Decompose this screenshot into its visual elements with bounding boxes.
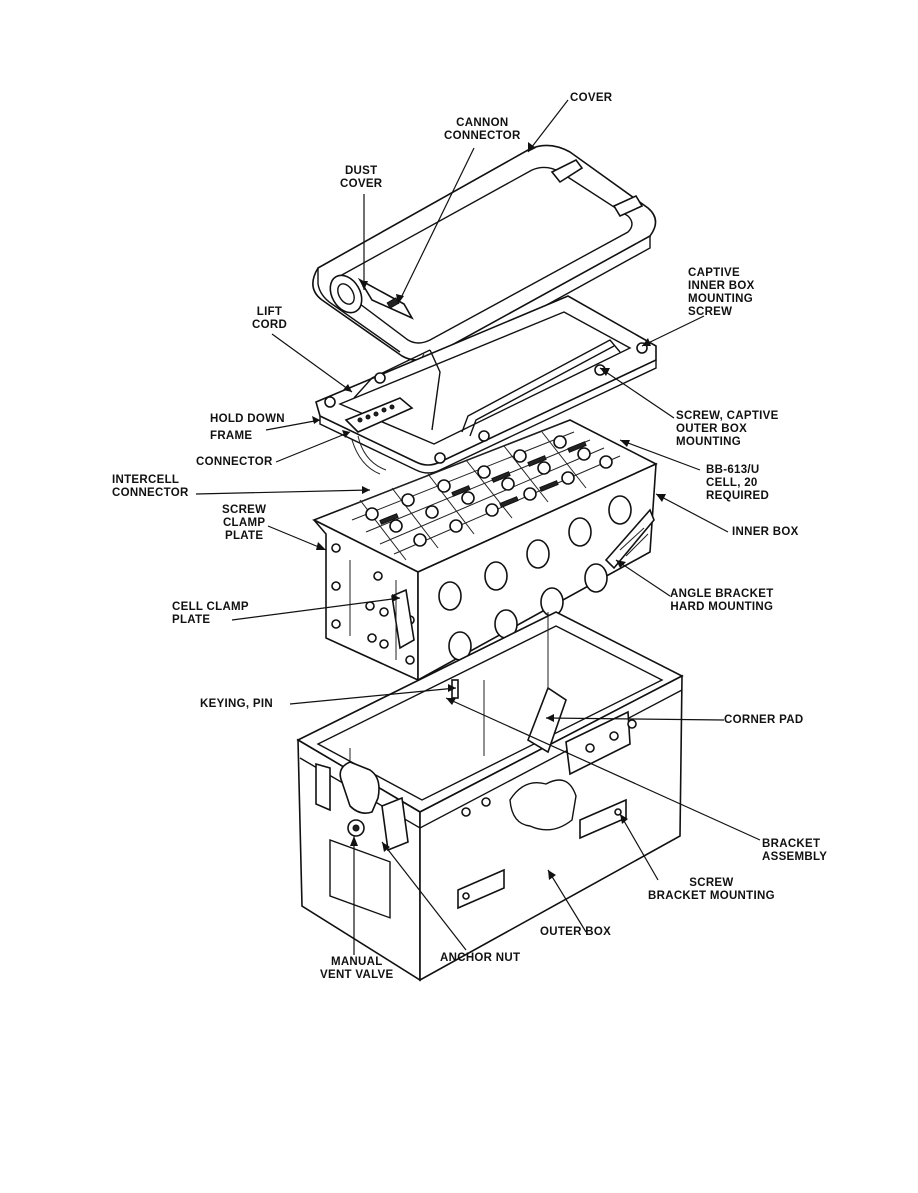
label-keying-pin: KEYING, PIN [200, 698, 273, 710]
label-anchor-nut: ANCHOR NUT [440, 952, 521, 964]
label-connector: CONNECTOR [196, 456, 273, 468]
cover-part [312, 144, 657, 375]
label-outer-box: OUTER BOX [540, 926, 612, 938]
outer-box-part [296, 611, 684, 982]
leader-lines [195, 99, 761, 955]
label-corner-pad: CORNER PAD [724, 714, 804, 726]
label-inner-box: INNER BOX [732, 526, 799, 538]
inner-box-part [312, 419, 658, 682]
leader-arrows [312, 142, 666, 880]
label-cover: COVER [570, 92, 613, 104]
